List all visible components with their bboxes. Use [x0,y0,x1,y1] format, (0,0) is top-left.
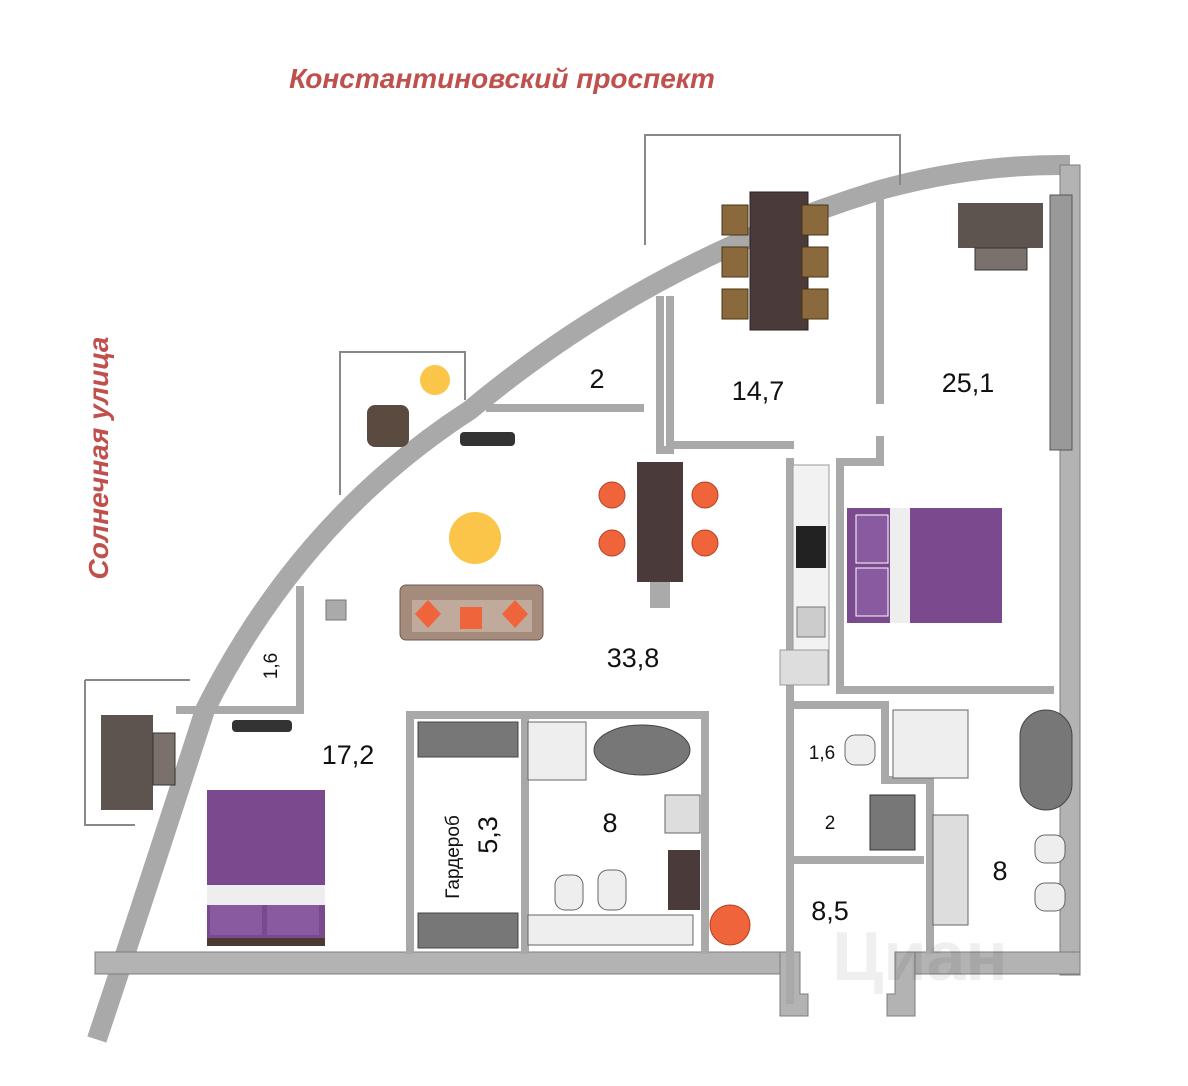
street-label-left: Солнечная улица [83,337,114,580]
wc-fixtures [844,709,969,851]
room-area-hall-small: 2 [589,364,604,394]
room-area-living: 33,8 [607,643,660,673]
wardrobe-master [1049,194,1073,451]
interior-walls [176,196,1054,1004]
room-area-laundry: 2 [825,813,836,834]
dining-table-set [721,191,829,331]
desk-second [101,715,176,810]
room-area-entrance: 8,5 [811,896,849,926]
kitchen-table-set [598,462,719,608]
room-area-closet-small: 1,6 [261,653,282,679]
room-area-bathroom-right: 8 [992,856,1007,886]
bathroom-left-fixtures [527,721,701,946]
room-area-bathroom-left: 8 [602,808,617,838]
bed-master [847,508,1002,623]
sofa [399,584,544,641]
bottom-wall-left [94,951,801,975]
tv [460,432,515,446]
room-area-bedroom-second: 17,2 [322,740,375,770]
outer-curved-wall [87,154,1071,1043]
round-rug [449,512,501,564]
bed-second [207,790,325,946]
tv-second [232,720,292,732]
room-name-wardrobe: Гардероб [443,815,464,899]
street-label-top: Константиновский проспект [289,63,715,94]
kitchen-counter [779,464,830,686]
bathroom-right-fixtures [932,709,1073,926]
room-area-bedroom-master: 25,1 [942,368,995,398]
wardrobe-shelves [417,721,519,949]
room-area-wardrobe: 5,3 [473,816,503,854]
floor-lamp [420,365,450,395]
armchair [367,405,409,447]
side-table [325,599,347,621]
desk-master [958,203,1043,271]
room-area-wc: 1,6 [809,743,835,764]
room-area-kitchen-dining: 14,7 [732,376,785,406]
balconies [84,134,901,826]
hall-chair [709,904,751,946]
watermark: Циан [832,917,1007,995]
